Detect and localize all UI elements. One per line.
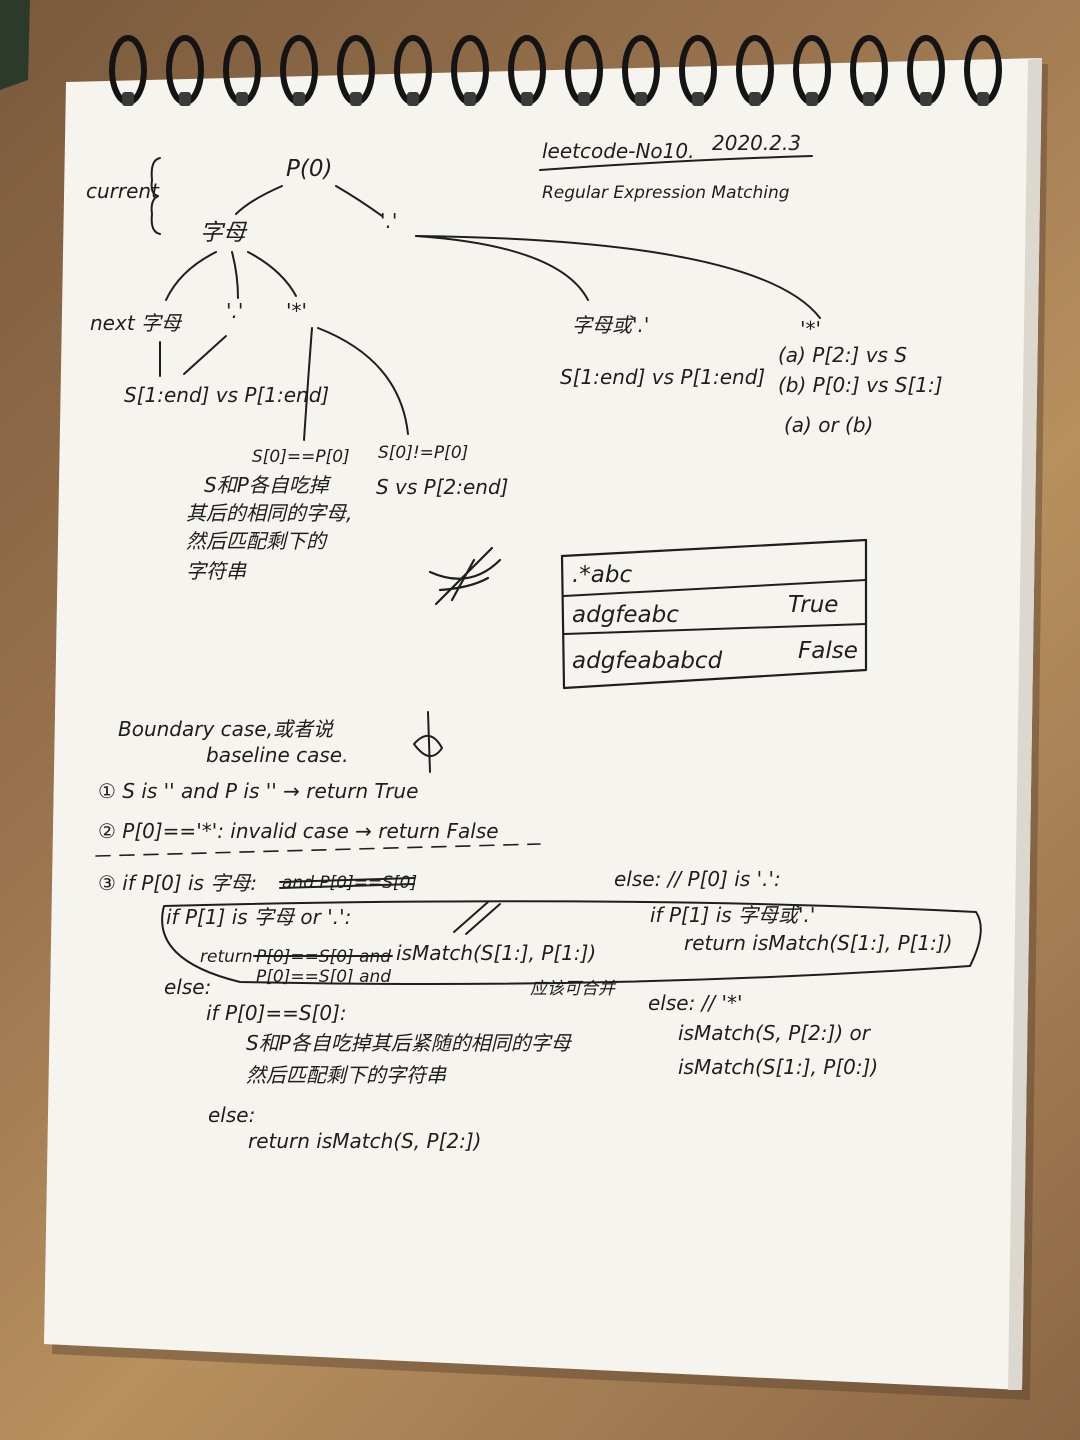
merge-note: 应该可合并 <box>530 979 617 999</box>
binding-hole <box>521 92 533 106</box>
header-subtitle: Regular Expression Matching <box>542 183 790 203</box>
neq-action: S vs P[2:end] <box>376 475 508 499</box>
header-title: leetcode-No10. <box>542 139 694 163</box>
next-letter-node: next 字母 <box>90 311 183 335</box>
call-2: isMatch(S[1:], P[0:]) <box>678 1055 878 1079</box>
dot-rest-node: S[1:end] vs P[1:end] <box>560 365 765 389</box>
call-1: isMatch(S, P[2:]) or <box>678 1021 872 1045</box>
binding-hole <box>806 92 818 106</box>
dot-node: '.' <box>380 209 397 233</box>
dot-child-node: '.' <box>226 299 243 323</box>
root-node: P(0) <box>286 156 332 182</box>
scribble-doodle <box>428 546 502 606</box>
binding-hole <box>977 92 989 106</box>
eq-text-line: 然后匹配剩下的 <box>186 529 328 553</box>
eq-text-line: 字符串 <box>186 559 247 583</box>
case-3-struck: and P[0]==S[0] <box>282 873 417 893</box>
boundary-title: Boundary case,或者说 <box>118 717 335 741</box>
decision-tree: current P(0) 字母 '.' next 字母 '.' '*' S[1:… <box>86 156 943 583</box>
inner-if: if P[1] is 字母 or '.': <box>166 905 351 929</box>
else-1: else: <box>164 975 211 999</box>
binding-hole <box>407 92 419 106</box>
s-rest-node: S[1:end] vs P[1:end] <box>124 383 329 407</box>
binding-hole <box>692 92 704 106</box>
neq-condition: S[0]!=P[0] <box>378 443 468 463</box>
return-below: P[0]==S[0] and <box>256 967 391 987</box>
binding-hole <box>350 92 362 106</box>
if-letter-dot: if P[1] is 字母或'.' <box>650 903 815 927</box>
letter-node: 字母 <box>200 220 248 246</box>
binding-hole <box>293 92 305 106</box>
if-eq: if P[0]==S[0]: <box>206 1001 347 1025</box>
boundary-subtitle: baseline case. <box>206 743 348 767</box>
right-branch: else: // P[0] is '.': if P[1] is 字母或'.' … <box>614 867 953 1079</box>
else-2: else: <box>208 1103 255 1127</box>
binding-hole <box>635 92 647 106</box>
binding-hole <box>236 92 248 106</box>
star-node-2: '*' <box>800 317 821 341</box>
table-row-text: adgfeabc <box>572 602 679 628</box>
header-date: 2020.2.3 <box>712 131 801 155</box>
return-line: return isMatch(S[1:], P[1:]) <box>684 931 953 955</box>
case-1: ① S is '' and P is '' → return True <box>98 779 418 803</box>
else-star: else: // '*' <box>648 991 743 1015</box>
table-row-result: True <box>788 592 838 618</box>
table-row-pattern: .*abc <box>572 562 633 588</box>
binding-hole <box>749 92 761 106</box>
case-3-head: ③ if P[0] is 字母: <box>98 871 257 895</box>
option-ab: (a) or (b) <box>784 413 873 437</box>
binding-hole <box>179 92 191 106</box>
current-label: current <box>86 179 160 203</box>
letter-or-dot-node: 字母或'.' <box>572 313 649 337</box>
eq-text-line: 其后的相同的字母, <box>186 501 352 525</box>
header: leetcode-No10. 2020.2.3 Regular Expressi… <box>539 131 813 203</box>
eq-line-2: 然后匹配剩下的字符串 <box>246 1063 447 1087</box>
boundary-section: Boundary case,或者说 baseline case. ① S is … <box>95 711 982 1153</box>
eq-line-1: S和P各自吃掉其后紧随的相同的字母 <box>246 1031 573 1055</box>
example-table: .*abc adgfeabc True adgfeababcd False <box>560 538 868 690</box>
option-a: (a) P[2:] vs S <box>778 343 907 367</box>
else-dot: else: // P[0] is '.': <box>614 867 781 891</box>
spiral-binding <box>109 35 1002 106</box>
binding-hole <box>578 92 590 106</box>
binding-hole <box>464 92 476 106</box>
star-child-node: '*' <box>286 299 307 323</box>
binding-hole <box>863 92 875 106</box>
eq-text-line: S和P各自吃掉 <box>204 473 332 497</box>
notebook-page <box>44 58 1042 1390</box>
eq-condition: S[0]==P[0] <box>252 447 350 467</box>
case-2: ② P[0]=='*': invalid case → return False <box>98 819 499 843</box>
binding-hole <box>122 92 134 106</box>
return-skip: return isMatch(S, P[2:]) <box>248 1129 481 1153</box>
return-call: isMatch(S[1:], P[1:]) <box>396 941 596 965</box>
table-row-text: adgfeababcd <box>572 648 723 674</box>
table-row-result: False <box>798 638 858 664</box>
return-prefix: return <box>200 947 253 967</box>
option-b: (b) P[0:] vs S[1:] <box>778 373 943 397</box>
binding-hole <box>920 92 932 106</box>
